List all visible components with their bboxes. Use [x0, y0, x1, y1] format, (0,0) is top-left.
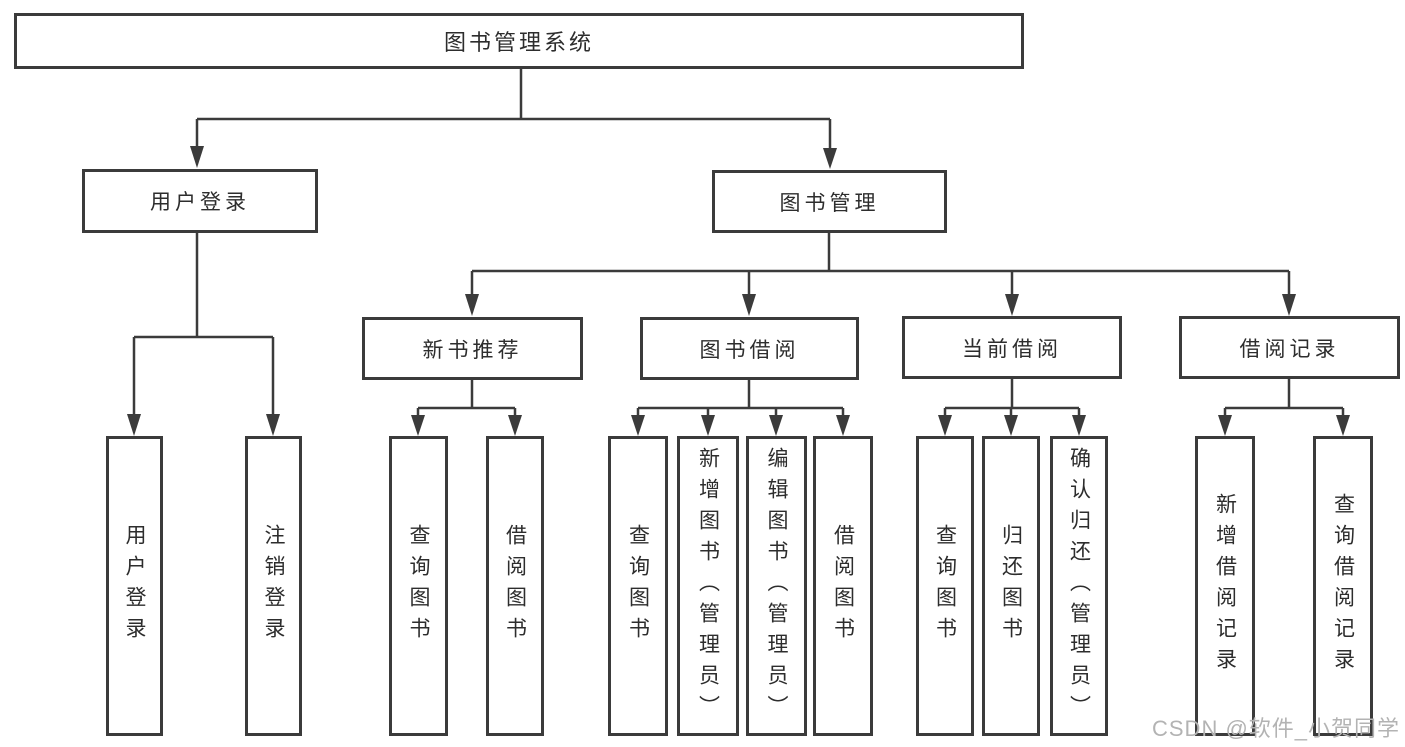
connector-records-to-leaves [1223, 379, 1345, 418]
arrowheads [127, 146, 1350, 436]
node-new-book-recommendation: 新书推荐 [362, 317, 583, 380]
node-user-login: 用户登录 [82, 169, 318, 233]
leaf-borrowing-borrow-books: 借阅图书 [813, 436, 873, 736]
connector-userlogin-to-leaves [132, 233, 275, 418]
leaf-current-query-books: 查询图书 [916, 436, 974, 736]
node-book-management: 图书管理 [712, 170, 947, 233]
leaf-newrec-query-books-label: 查询图书 [407, 524, 430, 648]
connector-borrowing-to-leaves [636, 380, 845, 418]
leaf-borrowing-query-books: 查询图书 [608, 436, 668, 736]
leaf-records-add-borrow-record-label: 新增借阅记录 [1213, 493, 1237, 679]
connector-newbook-to-leaves [416, 380, 517, 418]
leaf-newrec-borrow-books-label: 借阅图书 [503, 524, 527, 648]
leaf-logout: 注销登录 [245, 436, 302, 736]
leaf-newrec-query-books: 查询图书 [389, 436, 448, 736]
leaf-records-add-borrow-record: 新增借阅记录 [1195, 436, 1255, 736]
leaf-records-query-borrow-record: 查询借阅记录 [1313, 436, 1373, 736]
leaf-borrowing-add-books-admin: 新增图书（管理员） [677, 436, 739, 736]
leaf-borrowing-add-books-admin-label: 新增图书（管理员） [696, 446, 720, 726]
leaf-newrec-borrow-books: 借阅图书 [486, 436, 544, 736]
node-library-management-system: 图书管理系统 [14, 13, 1024, 69]
leaf-current-return-books-label: 归还图书 [999, 524, 1023, 648]
leaf-borrowing-borrow-books-label: 借阅图书 [831, 524, 855, 648]
leaf-borrowing-edit-books-admin: 编辑图书（管理员） [746, 436, 807, 736]
leaf-logout-label: 注销登录 [262, 524, 285, 648]
connector-current-to-leaves [943, 379, 1081, 418]
connector-bookmgmt-to-level3 [470, 233, 1291, 298]
node-current-borrowing: 当前借阅 [902, 316, 1122, 379]
leaf-records-query-borrow-record-label: 查询借阅记录 [1331, 493, 1355, 679]
leaf-current-query-books-label: 查询图书 [933, 524, 957, 648]
leaf-user-login-label: 用户登录 [123, 524, 146, 648]
leaf-user-login: 用户登录 [106, 436, 163, 736]
leaf-borrowing-edit-books-admin-label: 编辑图书（管理员） [765, 446, 788, 726]
node-borrowing-records: 借阅记录 [1179, 316, 1400, 379]
connector-root-to-level2 [195, 67, 832, 152]
leaf-current-return-books: 归还图书 [982, 436, 1040, 736]
leaf-current-confirm-return-admin: 确认归还（管理员） [1050, 436, 1108, 736]
leaf-borrowing-query-books-label: 查询图书 [626, 524, 650, 648]
node-book-borrowing: 图书借阅 [640, 317, 859, 380]
csdn-watermark: CSDN @软件_小贺同学 [1152, 716, 1401, 741]
leaf-current-confirm-return-admin-label: 确认归还（管理员） [1067, 446, 1091, 726]
